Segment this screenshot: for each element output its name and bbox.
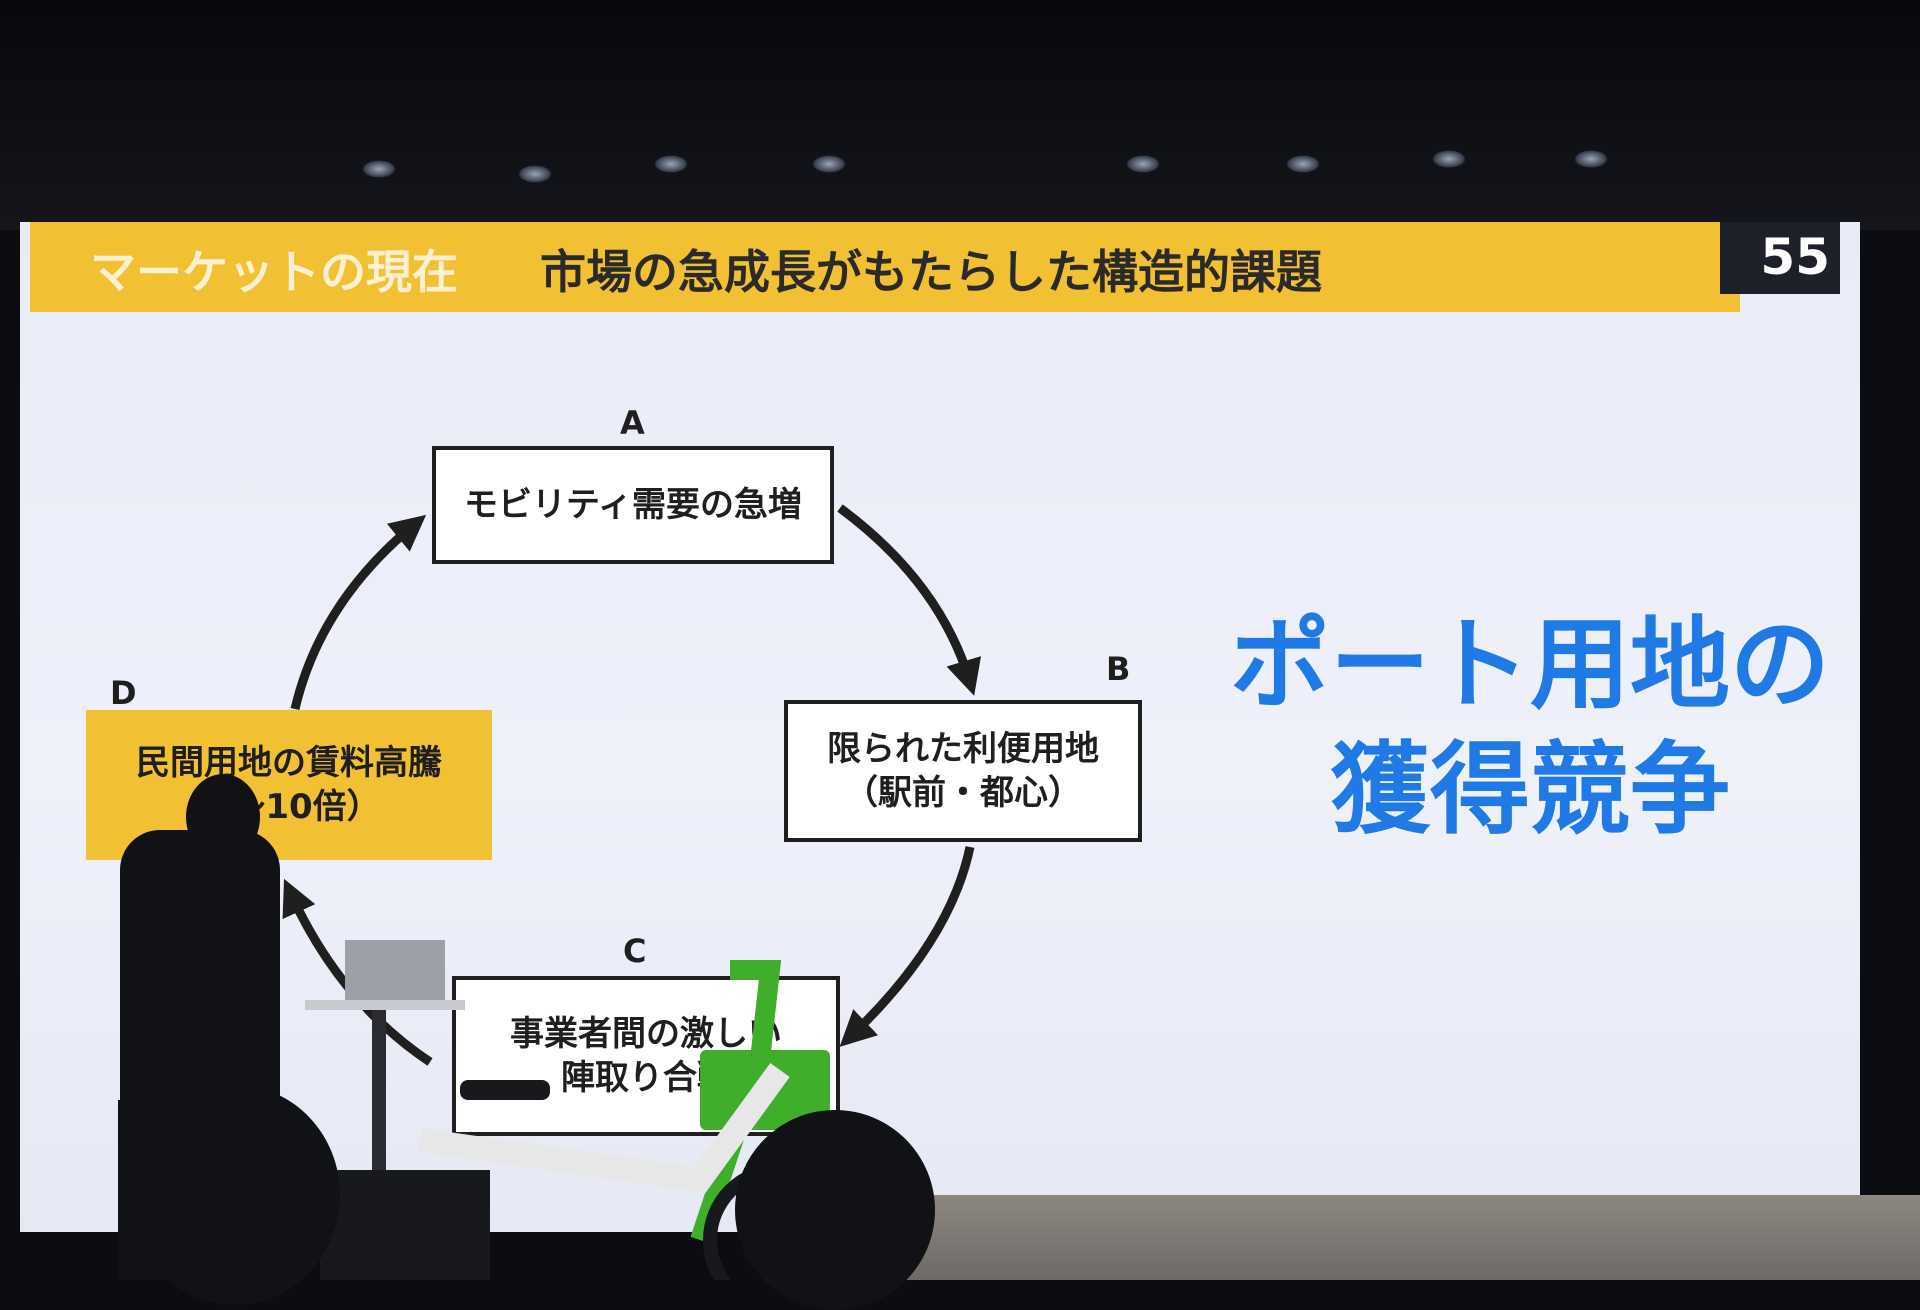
stage-light: [1432, 150, 1466, 168]
arrow-b-to-c: [839, 846, 975, 1047]
highlight-line-2: 獲得競争: [1330, 731, 1730, 848]
node-a-line: モビリティ需要の急増: [464, 484, 802, 525]
highlight-line-1: ポート用地の: [1230, 606, 1830, 723]
ceiling: [0, 0, 1920, 230]
header-subtitle: マーケットの現在: [90, 245, 458, 299]
page-number-box: 55: [1720, 222, 1840, 294]
node-b: 限られた利便用地 （駅前・都心）: [784, 700, 1142, 842]
arrow-a-to-b: [837, 504, 982, 696]
node-d-line: 民間用地の賃料高騰: [136, 742, 442, 783]
audience-head: [735, 1110, 935, 1310]
stage-floor: [900, 1195, 1920, 1280]
header-title: 市場の急成長がもたらした構造的課題: [540, 245, 1322, 299]
highlight-text: ポート用地の 獲得競争: [1200, 602, 1860, 852]
bike-frame: [418, 1062, 790, 1193]
stage-light: [1574, 150, 1608, 168]
laptop-stand-pole: [372, 1010, 386, 1190]
bike-rear: [320, 1170, 490, 1280]
e-bike: [320, 960, 857, 1280]
presenter-head: [186, 774, 260, 860]
slide-header: マーケットの現在 市場の急成長がもたらした構造的課題: [30, 222, 1740, 312]
stage-light: [812, 155, 846, 173]
bike-saddle: [460, 1080, 550, 1100]
laptop-stand-top: [305, 1000, 465, 1010]
node-a-letter: A: [620, 404, 645, 442]
node-c-letter: C: [623, 932, 647, 970]
stage-light: [362, 160, 396, 178]
stage-light: [1286, 155, 1320, 173]
laptop: [345, 940, 445, 1000]
audience-head: [130, 1085, 340, 1305]
node-d-letter: D: [110, 674, 137, 712]
node-b-line: 限られた利便用地: [827, 728, 1099, 769]
arrow-d-to-a: [290, 514, 427, 711]
node-a: モビリティ需要の急増: [432, 446, 834, 564]
node-b-line: （駅前・都心）: [844, 773, 1082, 813]
stage-light: [518, 165, 552, 183]
node-b-letter: B: [1106, 650, 1131, 688]
page-number: 55: [1760, 228, 1830, 286]
stage-light: [1126, 155, 1160, 173]
node-c-line: 事業者間の激しい: [510, 1013, 782, 1054]
stage-light: [654, 155, 688, 173]
presentation-screen: マーケットの現在 市場の急成長がもたらした構造的課題 55 A モビリティ需要の…: [20, 222, 1860, 1232]
